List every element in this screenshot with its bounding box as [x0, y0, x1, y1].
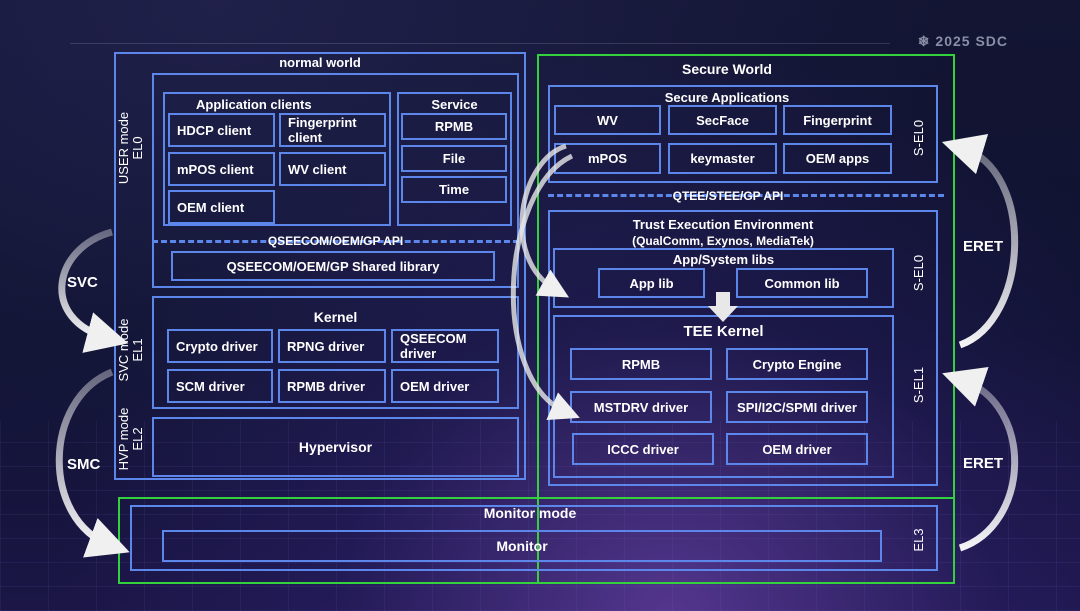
service-title: Service	[431, 97, 478, 112]
secure-app-mpos: mPOS	[554, 143, 661, 174]
wv-client: WV client	[279, 152, 386, 186]
tee-oem-driver: OEM driver	[726, 433, 868, 465]
app-lib: App lib	[598, 268, 705, 298]
common-lib: Common lib	[736, 268, 868, 298]
app-clients-frame	[163, 92, 391, 226]
secure-app-oem-apps: OEM apps	[783, 143, 892, 174]
tee-kernel-title: TEE Kernel	[683, 323, 764, 340]
eret-top-arrow-icon	[941, 134, 1019, 349]
monitor-mode-title: Monitor mode	[483, 505, 577, 521]
libs-to-kernel-arrow-icon	[708, 292, 738, 322]
eret-bottom-label: ERET	[963, 455, 1004, 472]
logo-text: 2025 SDC	[935, 33, 1008, 49]
tee-frame	[548, 210, 938, 486]
secure-apps-title: Secure Applications	[664, 90, 790, 105]
qseecom-api-line	[152, 240, 519, 243]
service-frame	[397, 92, 512, 226]
qtee-api-label: QTEE/STEE/GP API	[672, 189, 784, 203]
eret-top-label: ERET	[963, 238, 1004, 255]
mpos-client: mPOS client	[168, 152, 275, 186]
hdcp-client: HDCP client	[168, 113, 275, 147]
secure-app-keymaster: keymaster	[668, 143, 777, 174]
kernel-frame	[152, 296, 519, 409]
tee-rpmb: RPMB	[570, 348, 712, 380]
monitor-box: Monitor	[162, 530, 882, 562]
crypto-driver: Crypto driver	[167, 329, 273, 363]
normal-world-frame	[114, 52, 526, 480]
user-mode-frame	[152, 73, 519, 288]
secure-world-title: Secure World	[682, 61, 772, 77]
mpos-to-mstdrv-arrow-icon	[510, 153, 580, 420]
app-clients-title: Application clients	[196, 97, 312, 112]
oem-driver: OEM driver	[391, 369, 499, 403]
qseecom-driver: QSEECOM driver	[391, 329, 499, 363]
smc-label: SMC	[67, 456, 101, 473]
tee-crypto-engine: Crypto Engine	[726, 348, 868, 380]
service-rpmb: RPMB	[401, 113, 507, 140]
hypervisor: Hypervisor	[152, 417, 519, 477]
secure-apps-frame	[548, 85, 938, 183]
scm-driver: SCM driver	[167, 369, 273, 403]
libs-title: App/System libs	[672, 252, 775, 267]
header-rule	[70, 43, 890, 44]
svc-arrow-icon	[58, 228, 129, 353]
monitor-mode-frame	[130, 505, 938, 571]
qtee-api-line	[548, 194, 944, 197]
rpng-driver: RPNG driver	[278, 329, 386, 363]
service-time: Time	[401, 176, 507, 203]
svc-label: SVC	[67, 274, 98, 291]
secure-app-fingerprint: Fingerprint	[783, 105, 892, 135]
secure-app-secface: SecFace	[668, 105, 777, 135]
tee-spi-driver: SPI/I2C/SPMI driver	[726, 391, 868, 423]
eret-bottom-arrow-icon	[942, 366, 1019, 552]
mpos-to-libs-arrow-icon	[519, 143, 570, 298]
tee-subtitle: (QualComm, Exynos, MediaTek)	[632, 234, 814, 248]
fingerprint-client: Fingerprint client	[279, 113, 386, 147]
kernel-title: Kernel	[313, 309, 358, 325]
tee-iccc-driver: ICCC driver	[572, 433, 714, 465]
rpmb-driver: RPMB driver	[278, 369, 386, 403]
service-file: File	[401, 145, 507, 172]
shared-library: QSEECOM/OEM/GP Shared library	[171, 251, 495, 281]
logo: ❄ 2025 SDC	[918, 33, 1008, 50]
snowflake-icon: ❄	[917, 33, 931, 49]
secure-app-wv: WV	[554, 105, 661, 135]
normal-world-title: normal world	[279, 55, 361, 70]
qseecom-api-label: QSEECOM/OEM/GP API	[267, 234, 404, 248]
smc-arrow-icon	[55, 368, 130, 558]
background-grid	[0, 421, 1080, 611]
oem-client: OEM client	[168, 190, 275, 224]
tee-title: Trust Execution Environment	[632, 217, 814, 232]
